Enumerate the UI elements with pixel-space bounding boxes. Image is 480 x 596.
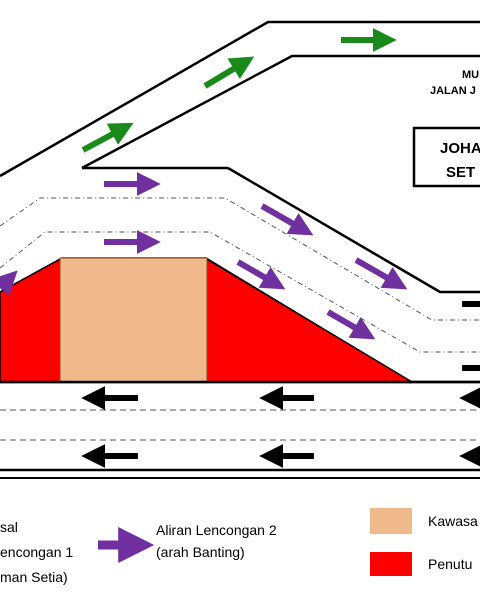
destination-label-2: JALAN J — [430, 85, 476, 97]
legend-item3-label: Kawasa — [428, 513, 478, 529]
arrow-green-1 — [81, 122, 134, 153]
arrow-purple-5 — [236, 259, 286, 290]
arrow-purple-3 — [260, 203, 314, 236]
arrow-purple-4 — [354, 257, 408, 290]
main-carriageway — [0, 380, 480, 472]
legend-item1-line3: man Setia) — [0, 569, 68, 585]
legend-item1-line1: sal — [0, 519, 18, 535]
legend: sal encongan 1 man Setia) Aliran Lencong… — [0, 508, 478, 585]
legend-work-area-swatch — [370, 508, 412, 534]
destination-label-1: MU — [462, 69, 479, 81]
work-area-zone — [59, 257, 208, 383]
legend-item1-line2: encongan 1 — [0, 544, 73, 560]
arrow-purple-6 — [326, 309, 376, 340]
upper-diversion-road — [0, 20, 480, 178]
legend-item4-label: Penutu — [428, 556, 472, 572]
sign-text-line1: JOHA — [440, 140, 480, 157]
legend-item2-line2: (arah Banting) — [156, 544, 245, 560]
legend-item2-line1: Aliran Lencongan 2 — [156, 522, 277, 538]
legend-closure-swatch — [370, 552, 412, 576]
arrow-purple-7 — [0, 270, 18, 296]
arrow-green-2 — [203, 56, 255, 89]
sign-text-line2: SET — [446, 164, 475, 181]
destination-sign-box: JOHA SET — [412, 126, 480, 188]
